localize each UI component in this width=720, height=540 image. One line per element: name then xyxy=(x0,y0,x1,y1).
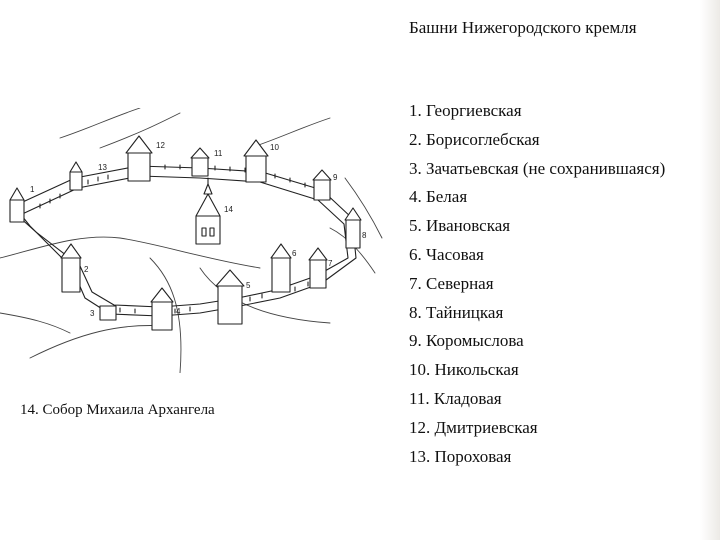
tower-number-1: 1 xyxy=(30,185,35,194)
tower-number-7: 7 xyxy=(328,259,333,268)
tower-list-item: 4. Белая xyxy=(409,187,468,207)
tower-list-item: 8. Тайницкая xyxy=(409,302,504,322)
tower-list-item: 13. Пороховая xyxy=(409,446,512,466)
tower-list-item: 3. Зачатьевская (не сохранившаяся) xyxy=(409,158,666,178)
tower-list-item: 10. Никольская xyxy=(409,360,519,380)
tower-number-9: 9 xyxy=(333,173,338,182)
tower-number-11: 11 xyxy=(214,149,223,158)
tower-number-8: 8 xyxy=(362,231,367,240)
tower-number-3: 3 xyxy=(90,309,95,318)
kremlin-drawing: 1 2 3 4 5 6 7 8 9 10 11 12 13 14 xyxy=(0,108,388,373)
tower-number-10: 10 xyxy=(270,143,279,152)
tower-number-6: 6 xyxy=(292,249,297,258)
tower-list-item: 11. Кладовая xyxy=(409,388,502,408)
tower-list: 1. Георгиевская 2. Борисоглебская 3. Зач… xyxy=(409,97,699,471)
tower-number-14: 14 xyxy=(224,205,233,214)
kremlin-wall xyxy=(13,164,357,317)
tower-list-item: 5. Ивановская xyxy=(409,216,511,236)
drawing-caption: 14. Собор Михаила Архангела xyxy=(20,402,215,418)
cathedral-14 xyxy=(195,177,221,245)
tower-list-item: 9. Коромыслова xyxy=(409,331,524,351)
tower-number-4: 4 xyxy=(176,307,181,316)
tower-list-item: 6. Часовая xyxy=(409,244,484,264)
towers xyxy=(9,135,362,331)
tower-number-13: 13 xyxy=(98,163,107,172)
tower-number-12: 12 xyxy=(156,141,165,150)
tower-list-item: 1. Георгиевская xyxy=(409,101,522,120)
tower-list-item: 2. Борисоглебская xyxy=(409,129,540,149)
tower-list-item: 7. Северная xyxy=(409,273,494,293)
tower-number-labels: 1 2 3 4 5 6 7 8 9 10 11 12 13 14 xyxy=(30,141,367,318)
terrain-lines xyxy=(0,108,383,373)
slide-title: Башни Нижегородского кремля xyxy=(409,18,637,37)
tower-list-item: 12. Дмитриевская xyxy=(409,417,538,437)
tower-number-5: 5 xyxy=(246,281,251,290)
tower-number-2: 2 xyxy=(84,265,89,274)
slide-edge-shadow xyxy=(700,0,720,540)
